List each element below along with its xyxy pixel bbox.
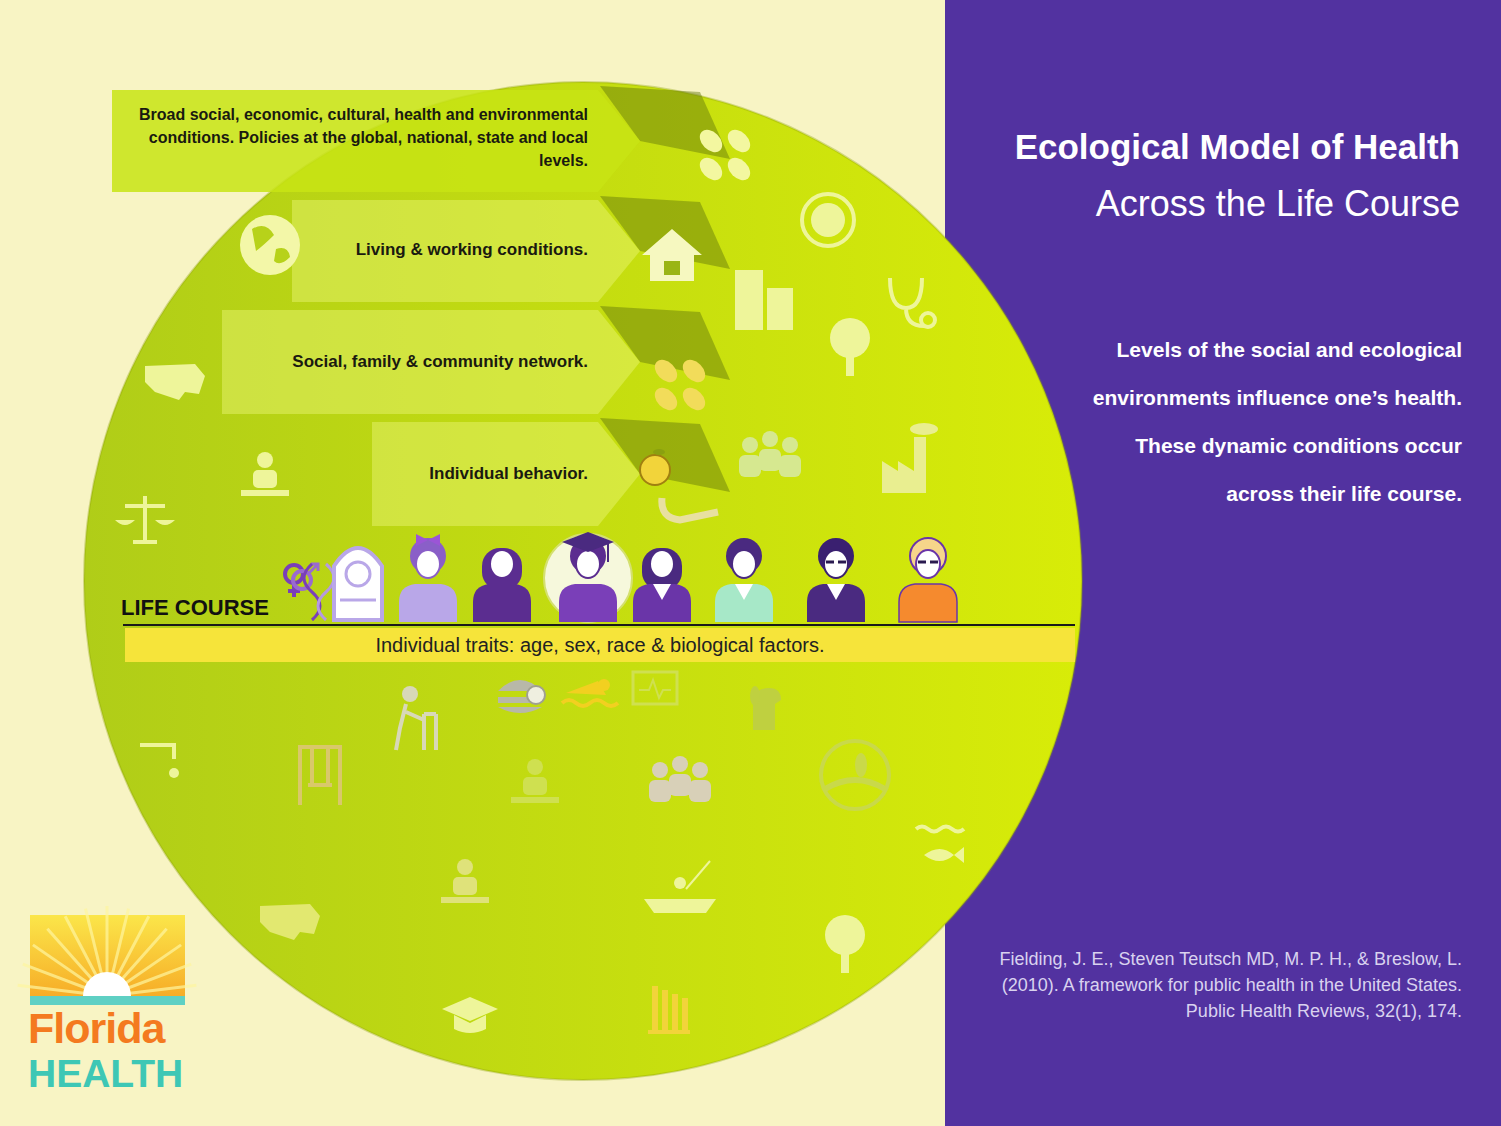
logo-word: Florida [28,1004,198,1052]
tree-icon [830,318,870,376]
group-icon [649,756,711,802]
life-course-band: LIFE COURSEIndividual traits: age, sex, … [125,628,1075,662]
plant-icon [825,915,865,973]
faucet-icon [140,745,179,778]
logo-word: HEALTH [28,1052,198,1096]
person-figure [473,548,531,622]
house-icon [642,229,702,281]
swing-icon [300,747,340,805]
band-heading: LIFE COURSE [121,594,281,622]
desk-icon [241,452,289,496]
swim-icon [562,679,618,706]
map-icon [145,364,205,400]
person-figure [633,548,691,622]
bars-icon [648,986,690,1034]
map-icon [260,904,320,940]
ring-label: Individual behavior. [380,462,588,486]
coin-icon [802,194,854,246]
boat-icon [644,861,716,913]
sex-dna-symbol [285,564,334,620]
person-figure [334,548,382,620]
steth-icon [890,278,935,327]
citation: Fielding, J. E., Steven Teutsch MD, M. P… [985,946,1462,1024]
title: Ecological Model of Health [950,124,1460,170]
globe-icon [240,215,300,275]
ring-label: Broad social, economic, cultural, health… [118,103,588,172]
logo-sun [18,906,197,1005]
hands-icon [695,125,754,184]
tape-icon [662,498,718,520]
scale-icon [115,496,175,542]
ribbon-chevron [292,200,640,302]
person-figure [399,534,457,622]
person-figure [715,538,773,622]
desk-icon [441,859,489,903]
timeline-rule [123,624,1075,626]
band-label: Individual traits: age, sex, race & biol… [125,628,1075,662]
teacher-icon [511,759,559,803]
monitor-icon [633,672,677,704]
burger-icon [498,680,545,713]
ring-label: Social, family & community network. [230,350,588,374]
description: Levels of the social and ecological envi… [1088,326,1462,518]
walker-icon [396,686,436,750]
apple-icon [640,449,670,485]
person-figure [544,532,632,622]
building-icon [735,270,793,330]
group-icon [739,431,801,477]
ribbon-chevron [222,310,640,414]
factory-icon [882,423,938,493]
ring-label: Living & working conditions. [300,238,588,262]
hands-icon [650,355,709,414]
person-figure [899,538,957,622]
person-figure [807,538,865,622]
circleleaf-icon [821,741,889,809]
ribbon-chevron [112,90,640,192]
cap-icon [442,997,498,1033]
ribbon-chevron [372,422,640,526]
dog-icon [750,686,781,730]
subtitle: Across the Life Course [1000,182,1460,226]
fish-icon [916,827,964,864]
